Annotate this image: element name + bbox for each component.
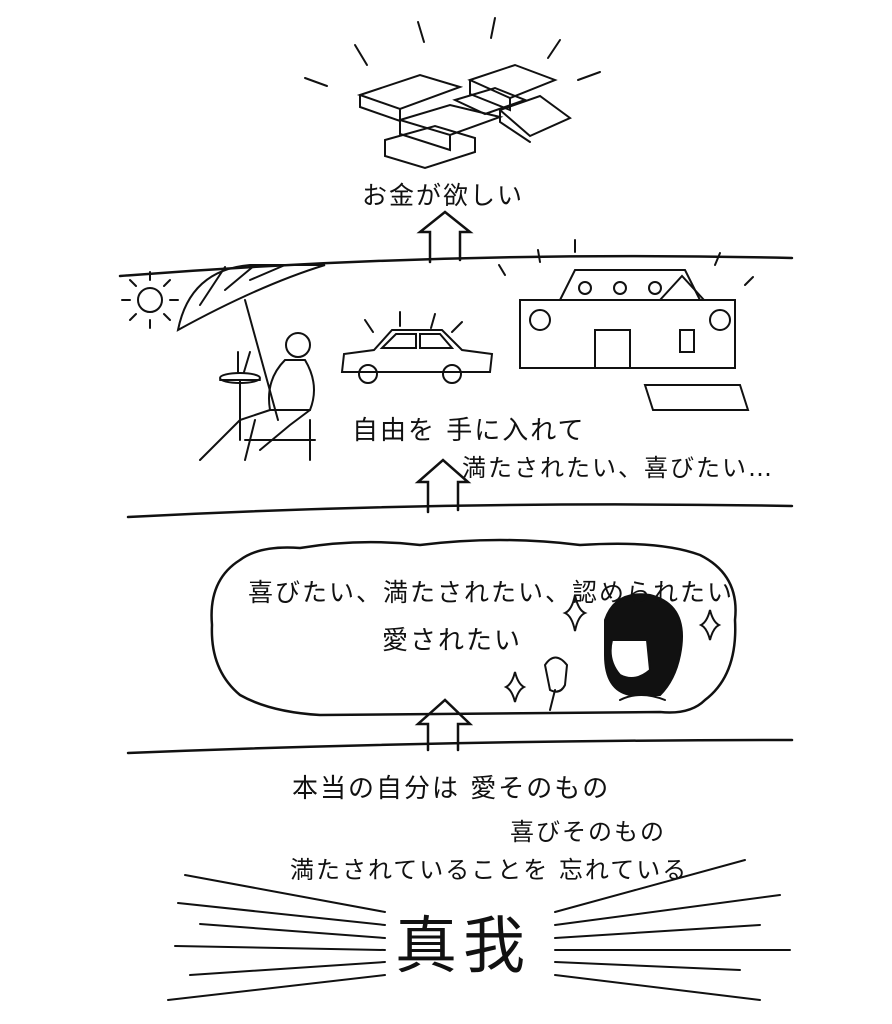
want-money-text: お金が欲しい bbox=[362, 181, 525, 210]
money-stack-icon bbox=[356, 63, 572, 170]
arrow-up-icon bbox=[414, 698, 474, 752]
thought-cloud bbox=[210, 538, 737, 717]
divider-middle bbox=[126, 503, 794, 519]
divider-top bbox=[118, 254, 794, 278]
shine-lines bbox=[304, 17, 601, 87]
freedom-text-line2: 満たされたい、喜びたい… bbox=[462, 454, 774, 482]
woman-praying-icon bbox=[543, 593, 683, 711]
true-self-title: 真我 bbox=[395, 909, 532, 982]
mansion-icon bbox=[498, 239, 754, 411]
sun-icon bbox=[121, 271, 179, 329]
radiating-lines bbox=[167, 859, 791, 1001]
arrow-up-icon bbox=[416, 210, 474, 264]
true-self-line1: 本当の自分は 愛そのもの bbox=[292, 774, 611, 804]
cloud-text-line2: 愛されたい bbox=[382, 626, 523, 656]
true-self-line2: 喜びそのもの bbox=[510, 818, 666, 846]
arrow-up-icon bbox=[414, 458, 472, 514]
beach-umbrella-icon bbox=[176, 264, 326, 421]
cloud-text-line1: 喜びたい、満たされたい、認められたい bbox=[248, 578, 735, 607]
car-icon bbox=[340, 311, 494, 384]
person-in-chair-icon bbox=[199, 332, 316, 461]
sparkle-icon bbox=[503, 594, 722, 703]
freedom-text-line1: 自由を 手に入れて bbox=[352, 416, 586, 446]
true-self-line3: 満たされていることを 忘れている bbox=[290, 856, 689, 884]
divider-bottom bbox=[126, 738, 794, 755]
